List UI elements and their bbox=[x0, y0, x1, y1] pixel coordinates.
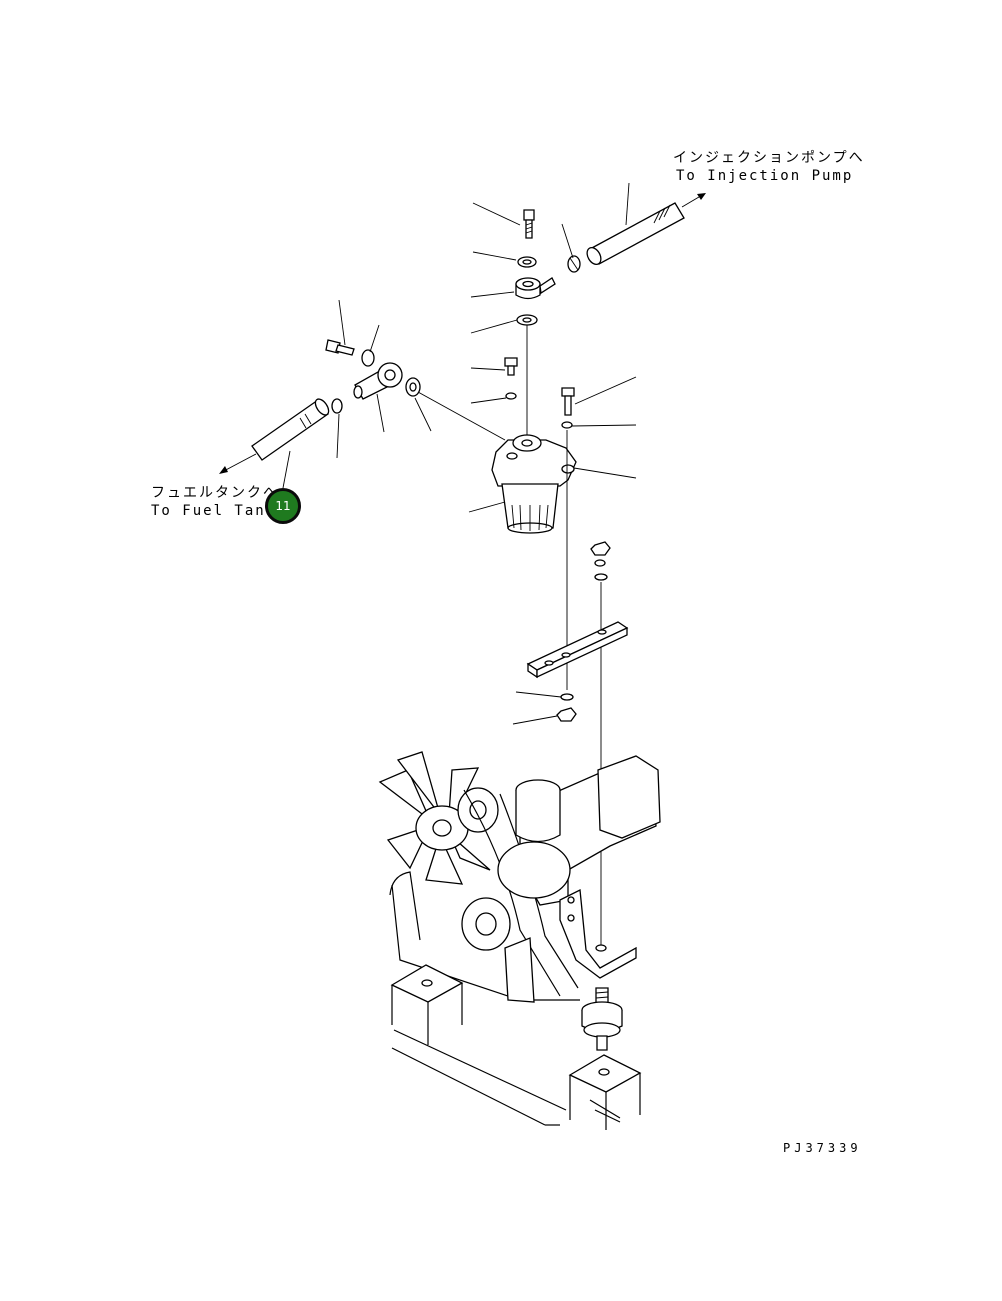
eye-joint-upper bbox=[515, 277, 556, 300]
bolt-left bbox=[325, 339, 355, 356]
nut-left bbox=[405, 377, 421, 397]
mounting-bracket bbox=[526, 621, 629, 679]
direction-arrow-to-pump bbox=[681, 193, 706, 208]
plug-bolt bbox=[504, 357, 518, 376]
frame-pad-left bbox=[390, 964, 464, 1045]
injection-pump-hose bbox=[586, 202, 685, 266]
bolt-right bbox=[561, 387, 575, 416]
nut-lower bbox=[556, 707, 577, 722]
injection-pump-label-jp: インジェクションポンプへ bbox=[673, 150, 865, 166]
direction-arrow-to-tank bbox=[219, 453, 257, 474]
drawing-number: PJ37339 bbox=[783, 1141, 862, 1155]
flat-washer bbox=[594, 573, 608, 581]
eye-joint-left bbox=[353, 362, 403, 400]
fuel-tank-label-jp: フュエルタンクへ bbox=[151, 485, 279, 501]
hose-clamp-upper bbox=[567, 255, 581, 273]
fuel-filter-cartridge bbox=[501, 483, 559, 534]
leader-lines bbox=[282, 182, 637, 725]
washer-left bbox=[361, 349, 375, 367]
fuel-tank-hose bbox=[251, 398, 330, 461]
chassis-frame bbox=[391, 1029, 567, 1126]
engine-block bbox=[378, 751, 661, 1003]
hose-clamp-left bbox=[331, 398, 343, 414]
engine-mount bbox=[581, 987, 623, 1051]
injection-pump-label-en: To Injection Pump bbox=[676, 168, 854, 184]
washer-upper bbox=[517, 256, 537, 268]
fuel-tank-label-en: To Fuel Tank bbox=[151, 503, 277, 519]
frame-pad-right bbox=[568, 1054, 642, 1130]
washer-upper-2 bbox=[516, 314, 538, 326]
washer-right bbox=[561, 421, 573, 429]
callout-11[interactable]: 11 bbox=[265, 488, 301, 524]
bolt-upper bbox=[523, 209, 535, 239]
washer-lower bbox=[560, 693, 574, 701]
small-washer bbox=[505, 392, 517, 400]
nut-bracket-top bbox=[590, 541, 611, 556]
spring-washer bbox=[594, 559, 606, 567]
fuel-filter-head bbox=[491, 434, 577, 487]
